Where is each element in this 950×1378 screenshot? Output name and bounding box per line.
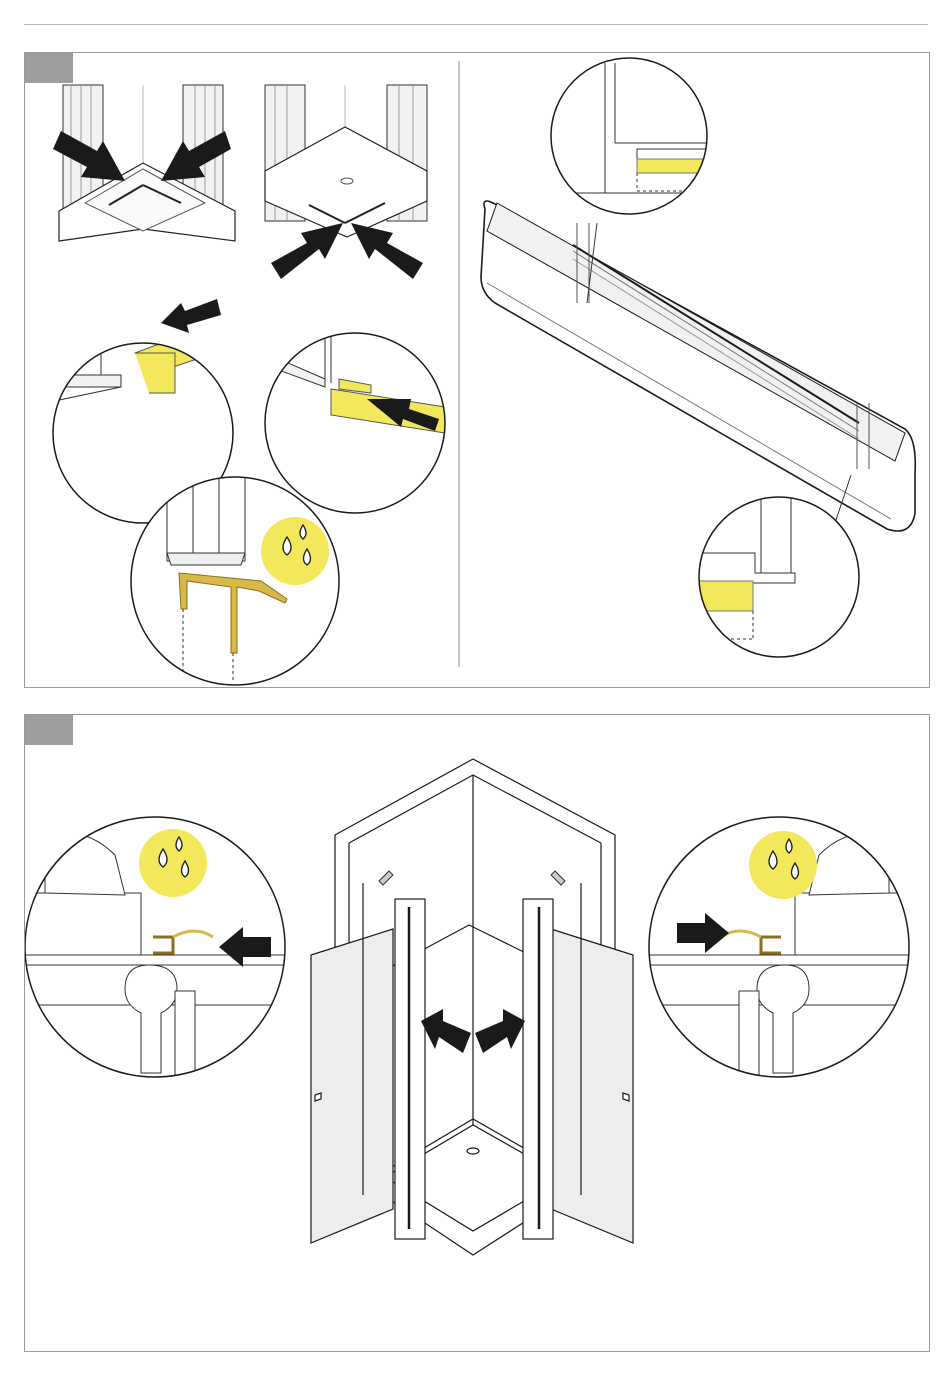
water-drops-icon xyxy=(749,831,817,899)
step-panel-2 xyxy=(24,714,930,1352)
water-drops-icon xyxy=(139,829,207,897)
right-door xyxy=(523,883,633,1243)
arrow-icon xyxy=(351,223,423,279)
shower-tray-perspective xyxy=(481,201,915,553)
page-top-rule xyxy=(24,24,928,25)
arrow-icon xyxy=(475,1009,525,1053)
arrow-icon xyxy=(161,299,221,333)
magnifier-circle xyxy=(551,58,727,214)
left-door xyxy=(311,883,425,1243)
step-panel-1 xyxy=(24,52,930,688)
water-drops-icon xyxy=(261,517,329,585)
arrow-icon xyxy=(271,223,343,279)
magnifier-circle xyxy=(695,497,859,657)
arrow-icon xyxy=(421,1009,471,1053)
corner-assembly-right xyxy=(265,85,427,237)
step-1-illustration xyxy=(25,53,931,689)
step-2-illustration xyxy=(25,715,931,1353)
